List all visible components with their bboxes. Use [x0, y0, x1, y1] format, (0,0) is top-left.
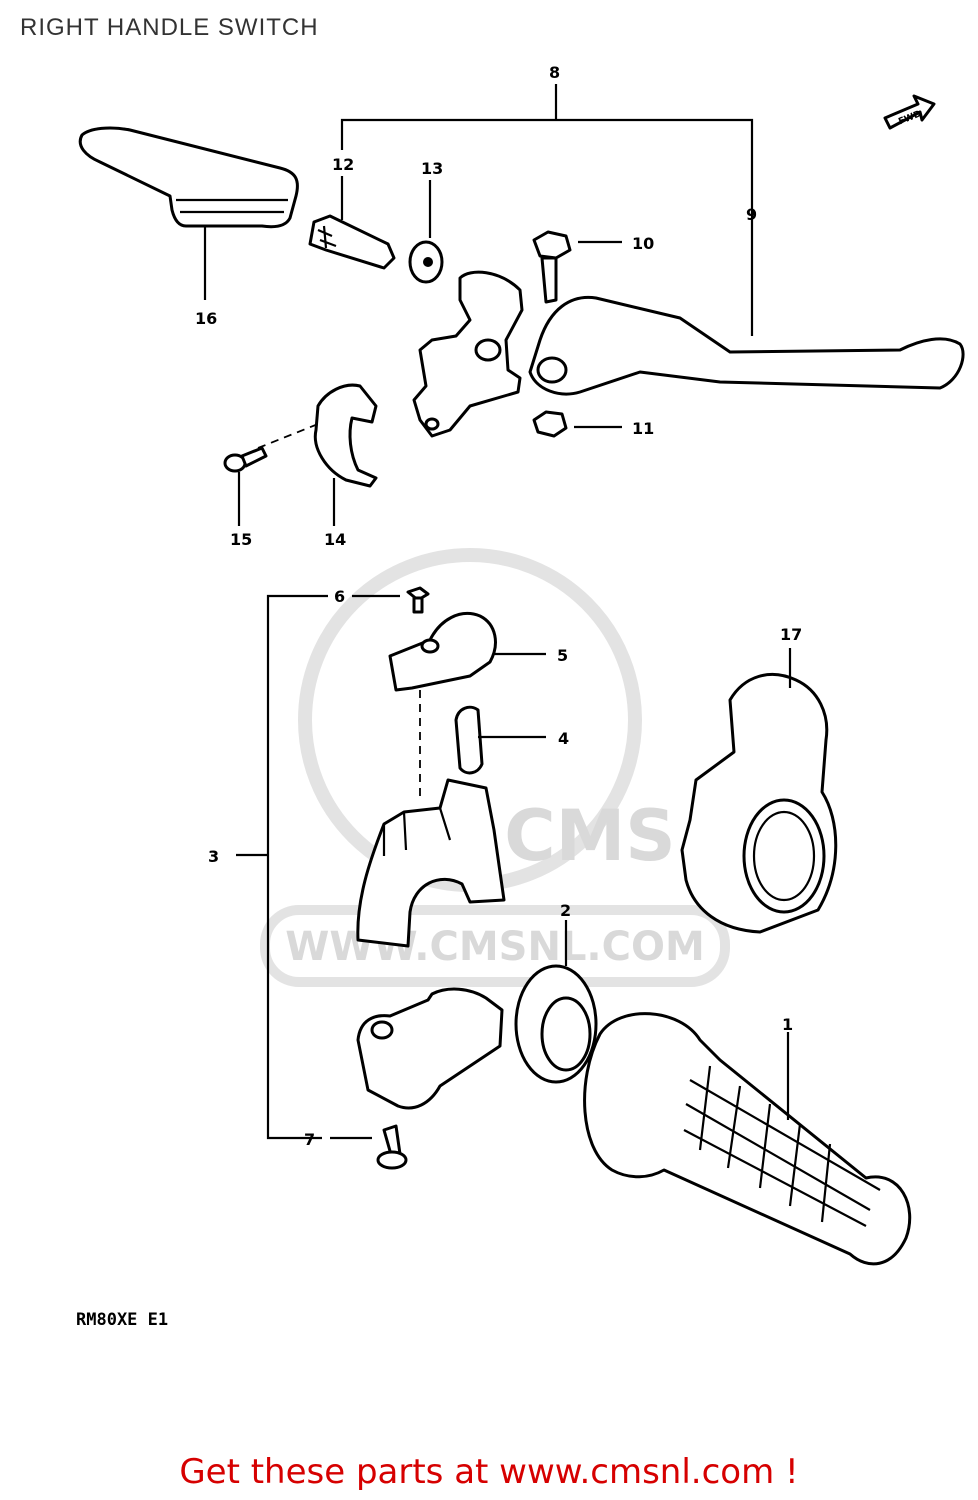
watermark-logo-text: CMS [504, 795, 675, 877]
callout-4: 4 [558, 729, 569, 748]
lever-holder [412, 270, 524, 438]
page-title: RIGHT HANDLE SWITCH [20, 14, 319, 41]
housing-screw [376, 1124, 408, 1170]
watermark: WWW.CMSNL.COM CMS [260, 548, 730, 987]
pivot-nut [532, 410, 622, 438]
callout-14: 14 [324, 530, 346, 549]
switch-housing-lower [356, 987, 504, 1110]
clutch-lever [528, 295, 965, 396]
switch-housing-upper [356, 778, 506, 948]
callout-17: 17 [780, 625, 802, 644]
callout-6: 6 [334, 587, 345, 606]
plate-screw [406, 586, 430, 614]
lever-assembly-bracket [340, 84, 754, 336]
callout-5: 5 [557, 646, 568, 665]
throttle-grip [583, 1012, 912, 1266]
callout-13: 13 [421, 159, 443, 178]
lever-cover [78, 126, 299, 300]
callout-16: 16 [195, 309, 217, 328]
lever-clamp [257, 383, 378, 526]
clamp-screw [223, 446, 268, 526]
watermark-banner [260, 905, 730, 987]
callout-11: 11 [632, 419, 654, 438]
switch-clip [454, 705, 546, 775]
callout-3: 3 [208, 847, 219, 866]
callout-9: 9 [746, 205, 757, 224]
callout-12: 12 [332, 155, 354, 174]
model-code: RM80XE E1 [76, 1310, 169, 1330]
switch-assembly-bracket [236, 594, 400, 1140]
callout-8: 8 [549, 63, 560, 82]
footer-link[interactable]: Get these parts at www.cmsnl.com ! [179, 1452, 799, 1492]
throttle-ring [514, 920, 598, 1084]
callout-2: 2 [560, 901, 571, 920]
switch-plate [388, 612, 546, 800]
callout-10: 10 [632, 234, 654, 253]
watermark-text: WWW.CMSNL.COM [285, 924, 705, 970]
callout-labels: 1 2 3 4 5 6 7 8 9 10 11 12 13 14 15 16 1… [195, 63, 802, 1149]
callout-15: 15 [230, 530, 252, 549]
adjuster [308, 214, 396, 270]
pivot-bolt [532, 230, 622, 304]
fwd-arrow-icon: FWD [883, 94, 936, 130]
callout-7: 7 [304, 1130, 315, 1149]
callout-1: 1 [782, 1015, 793, 1034]
throttle-cover [680, 648, 838, 934]
lock-nut [408, 180, 444, 284]
